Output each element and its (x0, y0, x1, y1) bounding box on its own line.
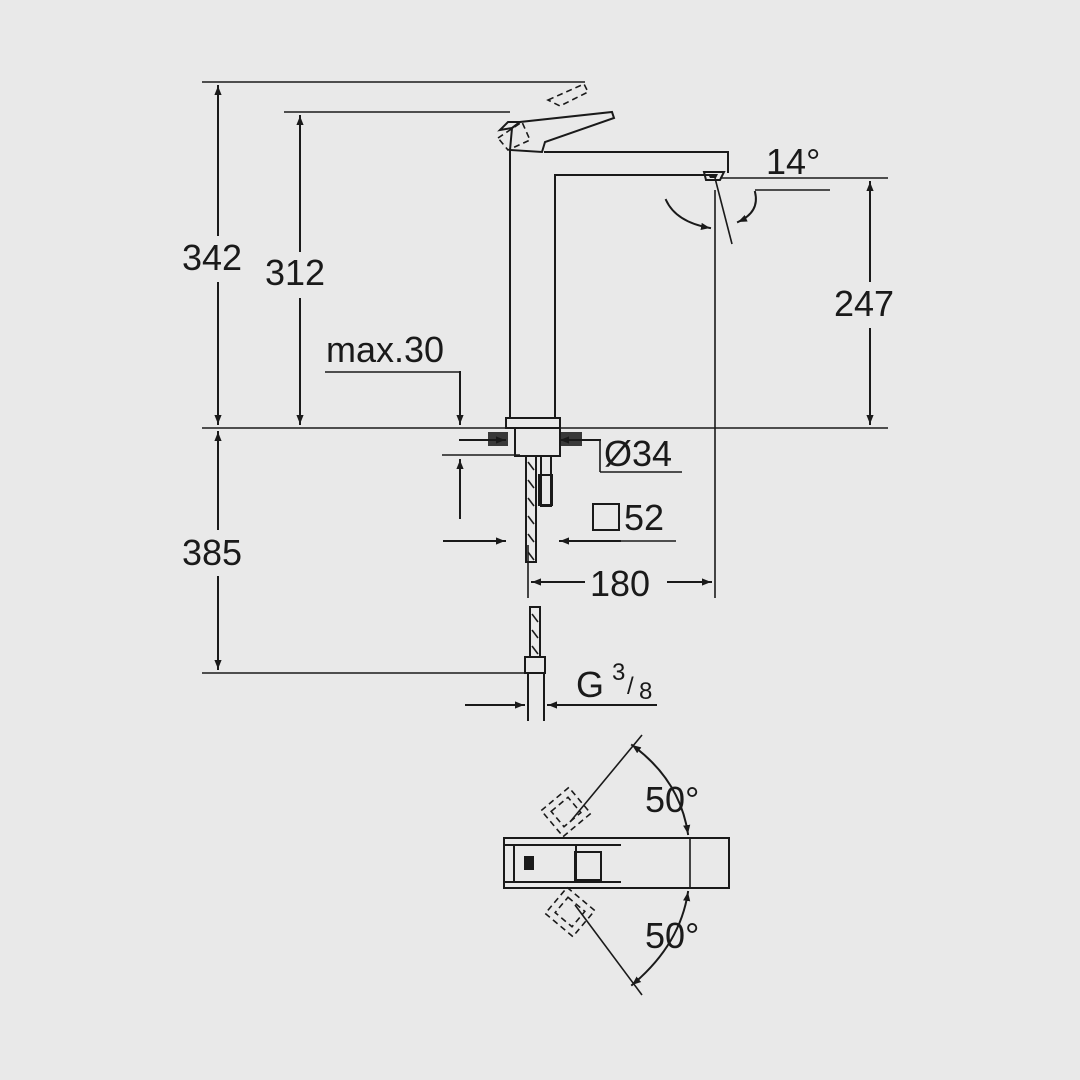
label-247: 247 (834, 283, 894, 324)
label-thread-slash: / (627, 673, 634, 700)
dimension-180: 180 (531, 563, 712, 604)
dimension-thread: G 3 / 8 (465, 659, 657, 709)
label-thread-denominator: 8 (639, 678, 652, 705)
label-thread-numerator: 3 (612, 659, 625, 686)
label-385: 385 (182, 532, 242, 573)
dimension-angle-14: 14° (664, 141, 830, 245)
dimension-312: 312 (262, 115, 340, 425)
label-312: 312 (265, 252, 325, 293)
label-max30: max.30 (326, 329, 444, 370)
label-angle-14: 14° (766, 141, 820, 182)
dimension-247: 247 (830, 181, 910, 425)
label-square-52: 52 (624, 497, 664, 538)
label-thread-g: G (576, 664, 604, 705)
label-rotation-top: 50° (645, 779, 699, 820)
label-diameter-34: Ø34 (604, 433, 672, 474)
faucet-top-view: 50° 50° (503, 734, 730, 996)
dimension-342: 342 (178, 85, 258, 425)
square-icon (592, 503, 620, 531)
label-342: 342 (182, 237, 242, 278)
faucet-side-view (488, 82, 729, 721)
dimension-385: 385 (178, 431, 258, 670)
dimension-max30: max.30 (325, 329, 464, 519)
dimension-square-52: 52 (443, 497, 676, 545)
label-180: 180 (590, 563, 650, 604)
label-rotation-bottom: 50° (645, 915, 699, 956)
